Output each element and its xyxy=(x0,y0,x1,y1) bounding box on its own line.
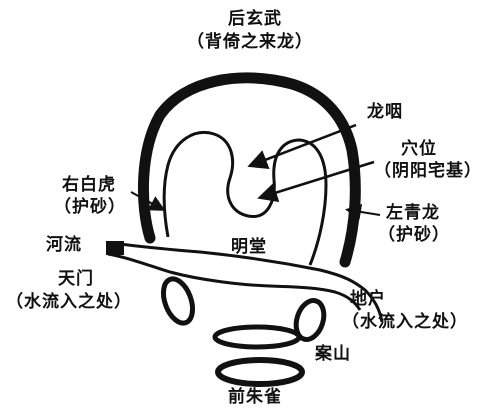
you-baihu-arrow xyxy=(130,191,166,211)
river-upper-bank xyxy=(107,241,384,323)
river-source-block xyxy=(106,241,124,255)
xue-wei-label: 穴位 xyxy=(401,139,437,159)
zuo-qinglong-arrow xyxy=(345,204,381,220)
hou-xuanwu-label: 后玄武 xyxy=(228,9,282,29)
tian-men-label: 天门 xyxy=(58,269,94,289)
you-baihu-note: （护砂） xyxy=(54,197,126,217)
hou-xuanwu-note: （背倚之来龙） xyxy=(187,32,313,52)
di-hu-note: （水流入之处） xyxy=(342,312,468,332)
tian-men-rock xyxy=(160,276,196,326)
an-shan-hill xyxy=(212,324,302,350)
xue-wei-note: （阴阳宅基） xyxy=(374,161,482,181)
ming-tang-label: 明堂 xyxy=(231,237,267,257)
tian-men-note: （水流入之处） xyxy=(6,292,132,312)
inner-ridge-left xyxy=(162,131,276,238)
he-liu-label: 河流 xyxy=(46,235,82,255)
long-yan-arrow xyxy=(247,123,357,169)
di-hu-label: 地户 xyxy=(350,289,386,309)
outer-mountain-ring xyxy=(137,72,361,268)
you-baihu-label: 右白虎 xyxy=(62,175,116,195)
xue-wei-arrow xyxy=(257,160,375,203)
zuo-qinglong-label: 左青龙 xyxy=(386,203,440,223)
long-yan-label: 龙咽 xyxy=(367,102,403,122)
zuo-qinglong-note: （护砂） xyxy=(378,225,450,245)
qian-zhuque-hill xyxy=(215,357,305,387)
an-shan-label: 案山 xyxy=(315,344,351,364)
di-hu-rock xyxy=(293,298,327,342)
river-lower-bank xyxy=(107,252,362,311)
inner-ridge-right xyxy=(272,138,328,266)
qian-zhuque-label: 前朱雀 xyxy=(228,387,282,407)
